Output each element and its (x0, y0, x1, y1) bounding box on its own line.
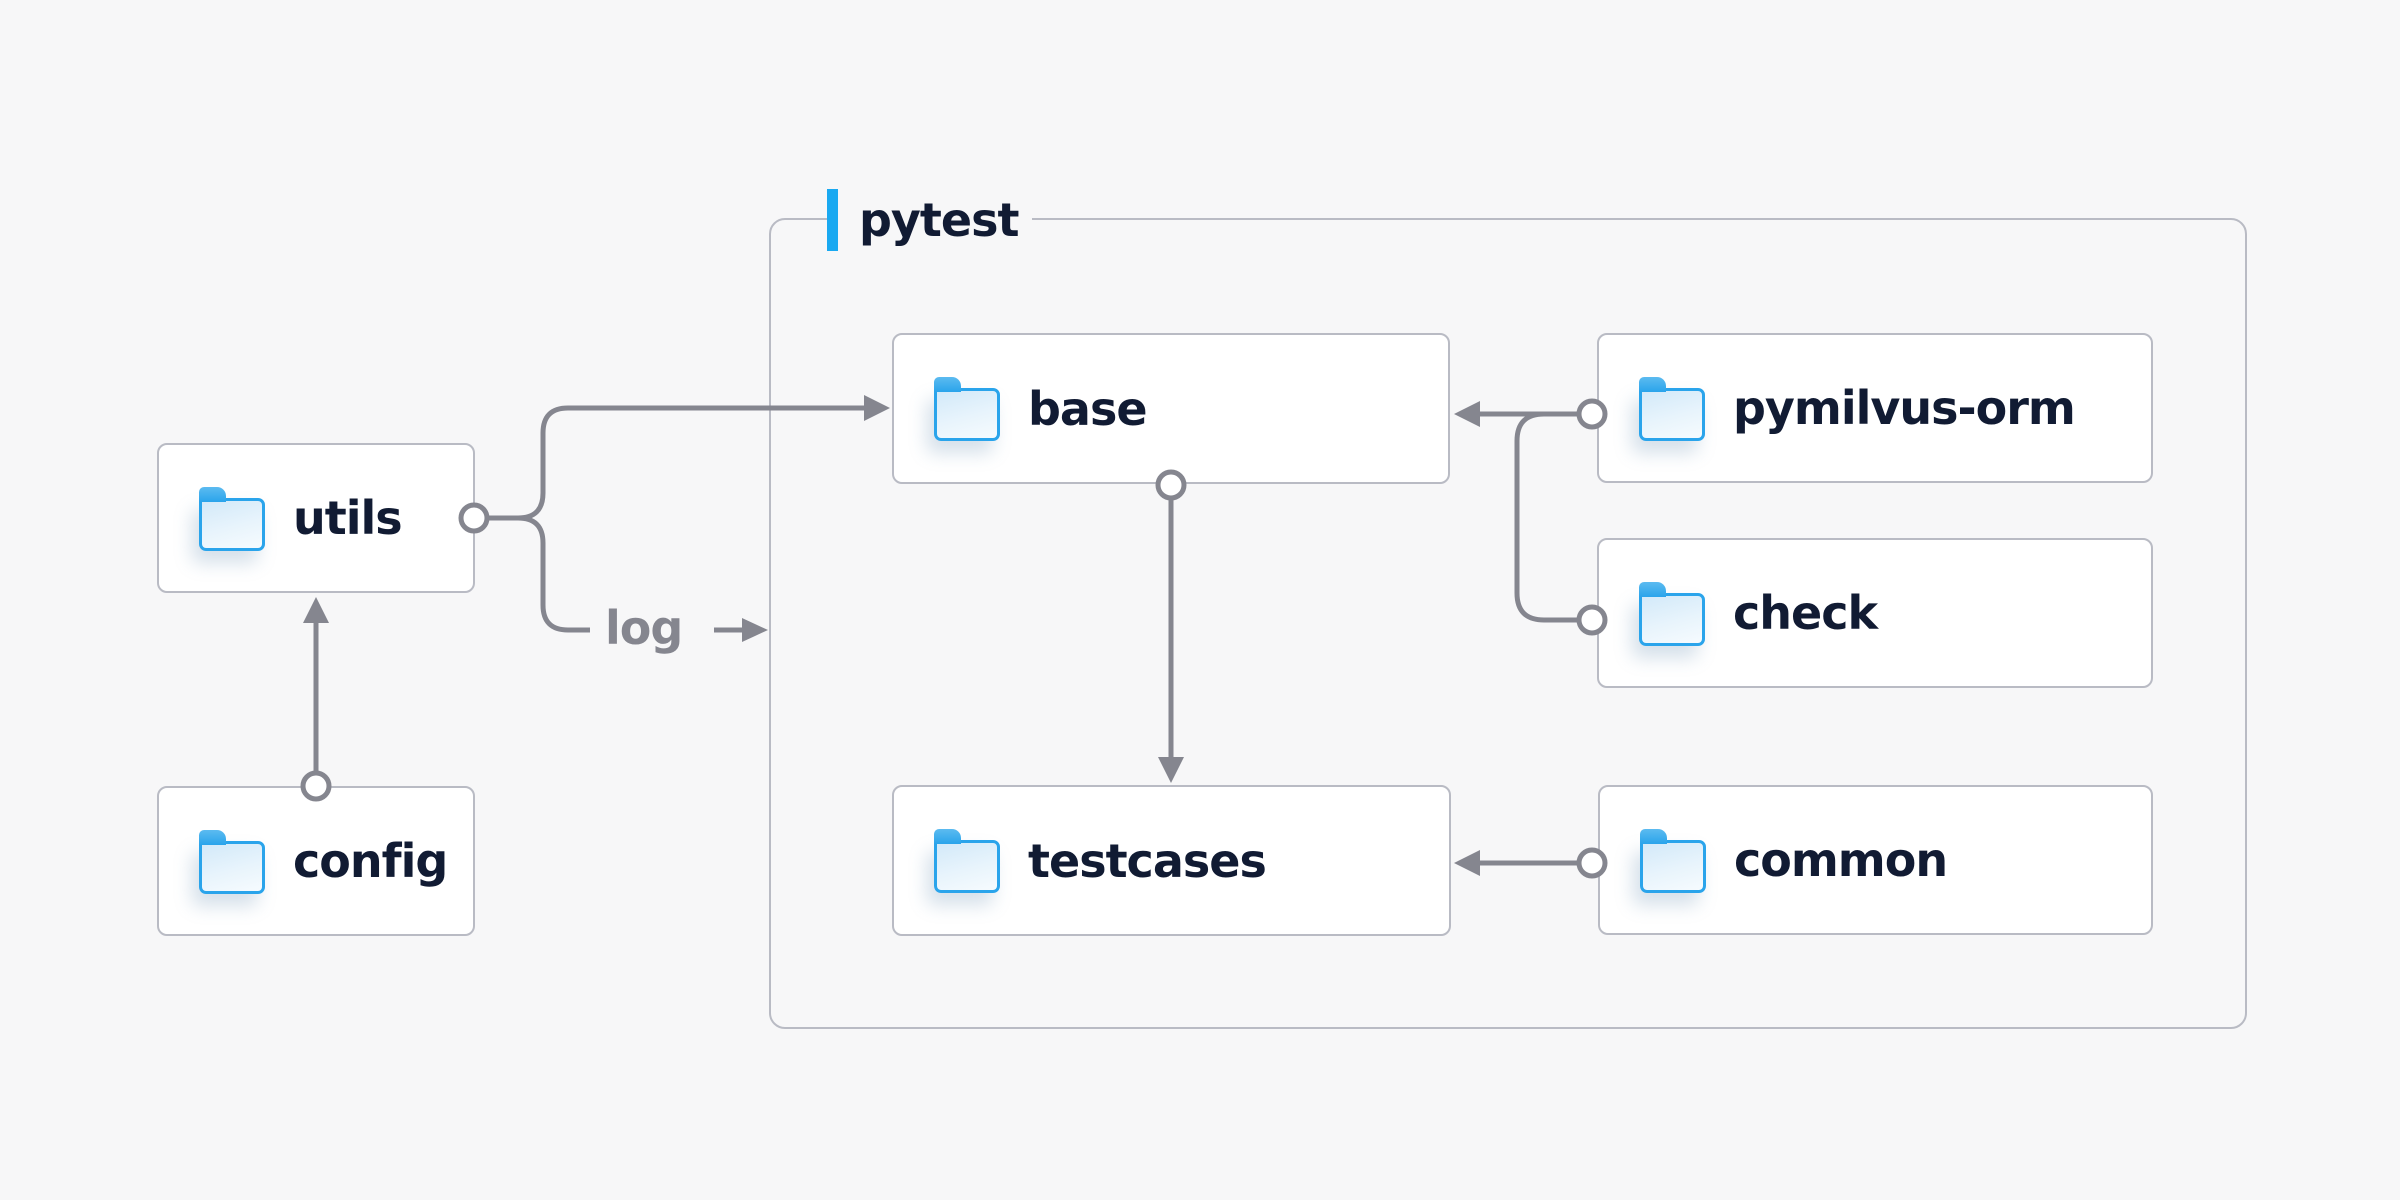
folder-icon (199, 829, 265, 894)
node-config-label: config (293, 834, 448, 888)
pytest-container: pytest (769, 188, 2247, 1029)
node-check: check (1597, 538, 2153, 688)
node-pymilvus-orm-label: pymilvus-orm (1733, 381, 2076, 435)
folder-icon (199, 486, 265, 551)
node-testcases-label: testcases (1028, 833, 1267, 888)
node-common-label: common (1734, 833, 1948, 887)
accent-bar-icon (827, 189, 838, 251)
node-base-label: base (1028, 381, 1148, 436)
folder-icon (1639, 376, 1705, 441)
pytest-container-label-text: pytest (859, 193, 1019, 247)
node-utils: utils (157, 443, 475, 593)
arrowhead-into-pytest-border (742, 618, 768, 642)
node-pymilvus-orm: pymilvus-orm (1597, 333, 2153, 483)
folder-icon (1639, 581, 1705, 646)
node-testcases: testcases (892, 785, 1451, 936)
folder-icon (934, 377, 1000, 441)
node-base: base (892, 333, 1450, 484)
arrowhead-into-utils-bottom (303, 597, 329, 623)
pytest-container-label: pytest (827, 188, 1033, 252)
node-common: common (1598, 785, 2153, 935)
log-edge-label: log (605, 601, 683, 656)
node-config: config (157, 786, 475, 936)
folder-icon (1640, 828, 1706, 893)
edge-utils-to-log (517, 515, 590, 633)
node-check-label: check (1733, 586, 1878, 640)
node-utils-label: utils (293, 491, 403, 545)
folder-icon (934, 829, 1000, 893)
